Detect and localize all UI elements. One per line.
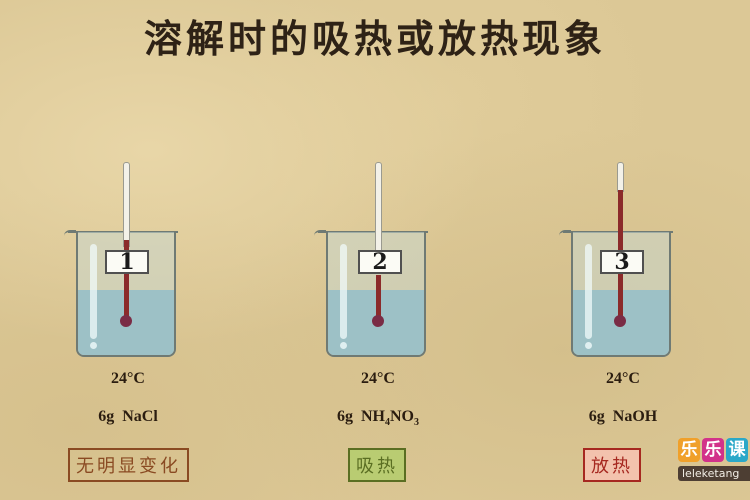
- thermometer-bulb: [372, 315, 384, 327]
- solute-label: 6g NaOH: [543, 408, 703, 426]
- thermometer-tube: [617, 162, 624, 192]
- solute-mass: 6g: [98, 408, 115, 425]
- result-badge: 吸热: [348, 448, 406, 482]
- thermometer-bulb: [614, 315, 626, 327]
- solute-mass: 6g: [337, 408, 353, 425]
- result-badge: 无明显变化: [68, 448, 189, 482]
- result-badge: 放热: [583, 448, 641, 482]
- glass-glare-dot: [340, 342, 347, 349]
- solute-label: 6g NaCl: [48, 408, 208, 426]
- temperature-value: 24°C: [111, 370, 145, 387]
- solute-label: 6g NH4NO3: [298, 408, 458, 428]
- watermark-logo: 乐 乐 课 leleketang: [678, 438, 750, 500]
- logo-char: 乐: [678, 438, 700, 462]
- thermometer-bulb: [120, 315, 132, 327]
- solute-formula: NaOH: [612, 408, 658, 425]
- temperature-value: 24°C: [361, 370, 395, 387]
- beaker-number-label: 2: [358, 250, 402, 274]
- glass-glare-dot: [90, 342, 97, 349]
- thermometer-tube: [123, 162, 130, 247]
- thermometer-tube: [375, 162, 382, 262]
- solute-formula: NH4NO3: [361, 408, 419, 429]
- glass-glare: [90, 244, 97, 339]
- thermometer-mercury: [376, 275, 381, 322]
- page-title: 溶解时的吸热或放热现象: [143, 17, 606, 61]
- thermometer-mercury: [124, 240, 129, 322]
- temperature-label: 24°C: [48, 370, 208, 388]
- solute-formula: NaCl: [122, 408, 158, 425]
- logo-url: leleketang: [678, 466, 750, 481]
- glass-glare: [585, 244, 592, 339]
- beaker-number-label: 3: [600, 250, 644, 274]
- logo-char: 乐: [702, 438, 724, 462]
- glass-glare-dot: [585, 342, 592, 349]
- beaker-number-label: 1: [105, 250, 149, 274]
- logo-char: 课: [726, 438, 748, 462]
- temperature-value: 24°C: [606, 370, 640, 387]
- temperature-label: 24°C: [298, 370, 458, 388]
- solute-mass: 6g: [588, 408, 605, 425]
- temperature-label: 24°C: [543, 370, 703, 388]
- beaker: [326, 232, 426, 357]
- glass-glare: [340, 244, 347, 339]
